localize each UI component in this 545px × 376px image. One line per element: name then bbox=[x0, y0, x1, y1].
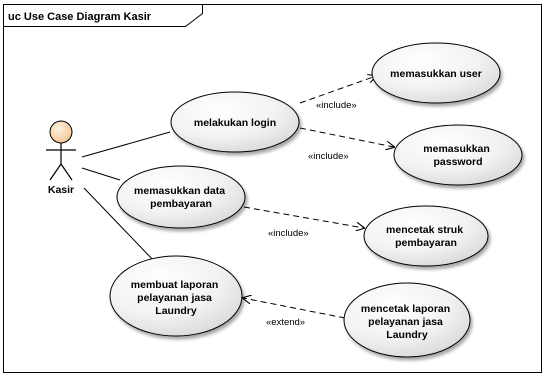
uc-line: password bbox=[433, 156, 482, 168]
use-case-make-report[interactable] bbox=[109, 255, 243, 337]
dependencies bbox=[243, 76, 394, 319]
uc-line: Laundry bbox=[386, 329, 428, 341]
extend-report-arrow bbox=[243, 298, 346, 319]
use-case-print-report-label: mencetak laporan pelayanan jasa Laundry bbox=[361, 303, 453, 341]
include-password-arrow bbox=[299, 127, 394, 147]
use-case-print-receipt-label: mencetak struk pembayaran bbox=[386, 224, 466, 249]
uc-line: pembayaran bbox=[395, 237, 457, 249]
uc-line: Laundry bbox=[155, 305, 197, 317]
include-receipt-arrow bbox=[243, 206, 364, 228]
uc-line: membuat laporan bbox=[131, 279, 219, 291]
use-case-input-payment[interactable] bbox=[116, 165, 246, 229]
use-case-input-password[interactable] bbox=[393, 124, 523, 186]
uc-line: mencetak laporan bbox=[361, 303, 450, 315]
association-report bbox=[83, 187, 156, 263]
actor-kasir[interactable]: Kasir bbox=[46, 120, 76, 196]
actor-head-icon bbox=[49, 120, 73, 144]
actor-name: Kasir bbox=[48, 184, 74, 196]
use-case-input-password-label: memasukkan password bbox=[423, 143, 492, 168]
uc-line: mencetak struk bbox=[386, 224, 463, 236]
association-login bbox=[81, 131, 171, 158]
use-case-input-user[interactable] bbox=[371, 42, 501, 104]
uc-line: memasukkan data bbox=[134, 185, 225, 197]
use-case-make-report-label: membuat laporan pelayanan jasa Laundry bbox=[131, 279, 221, 317]
uc-line: pelayanan jasa bbox=[137, 292, 212, 304]
include-password-label: «include» bbox=[308, 151, 349, 162]
uc-line: pelayanan jasa bbox=[368, 316, 443, 328]
association-payment bbox=[81, 167, 121, 181]
include-user-label: «include» bbox=[316, 100, 357, 111]
use-case-input-user-label: memasukkan user bbox=[390, 68, 482, 80]
use-case-login-label: melakukan login bbox=[194, 117, 276, 129]
associations bbox=[81, 131, 171, 263]
include-user-arrow bbox=[299, 76, 376, 104]
uc-line: memasukkan bbox=[423, 143, 490, 155]
uc-line: pembayaran bbox=[150, 198, 212, 210]
use-case-print-report[interactable] bbox=[343, 282, 471, 358]
use-case-print-receipt[interactable] bbox=[363, 205, 489, 267]
actor-body-icon bbox=[46, 143, 76, 181]
include-receipt-label: «include» bbox=[268, 228, 309, 239]
use-case-input-payment-label: memasukkan data pembayaran bbox=[134, 185, 228, 210]
use-case-login[interactable] bbox=[170, 91, 300, 153]
frame-title: uc Use Case Diagram Kasir bbox=[8, 11, 152, 23]
uc-line: memasukkan user bbox=[390, 68, 482, 80]
uc-line: melakukan login bbox=[194, 117, 276, 129]
extend-report-label: «extend» bbox=[266, 317, 305, 328]
